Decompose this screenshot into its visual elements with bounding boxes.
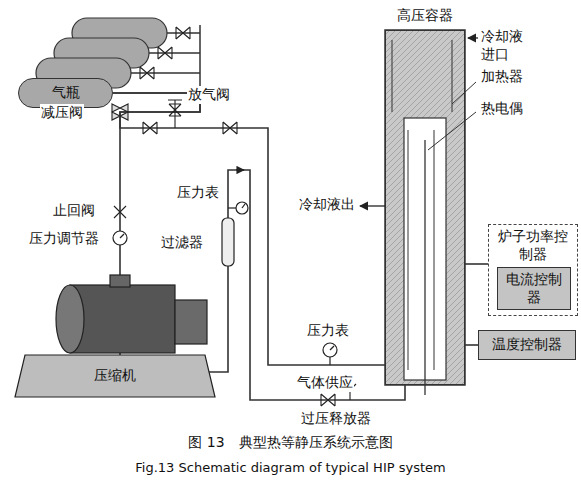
flow-arrow [236,169,244,170]
part-label: 气体供应 [296,374,354,392]
pipe-connector [465,263,488,265]
node-label: 炉子功率控制器 [493,228,573,263]
part-label: 加热器 [480,68,524,86]
filter-symbol [222,218,234,266]
part-label: 止回阀 [52,202,96,220]
pipe-connector [197,170,405,400]
compressor-base: 压缩机 [25,357,205,395]
pressure-vessel [385,30,465,395]
coolant-out-arrow [360,205,385,206]
part-label: 压力表 [306,322,350,340]
current-controller: 电流控制器 [497,267,571,310]
pressure-gauges [113,202,337,365]
pipe-connector [465,344,478,346]
part-label: 过压释放器 [300,410,372,428]
pressure-vessel-box: 高压容器 [385,30,465,385]
part-label: 放气阀 [187,86,231,104]
part-label: Fig.13 Schematic diagram of typical HIP … [0,460,581,476]
leader-line [428,82,476,150]
temperature-controller: 温度控制器 [478,330,576,360]
node-label: 电流控制器 [502,271,566,306]
node-label: 高压容器 [366,7,484,25]
part-label: 过滤器 [160,234,204,252]
part-label: 减压阀 [40,104,84,122]
furnace-power-controller: 炉子功率控制器电流控制器 [488,224,578,316]
cylinder-manifold [131,25,200,93]
coolant-in-arrow [468,37,478,38]
part-label: 冷却液进口 [480,28,528,63]
part-label: 冷却液出 [298,196,356,214]
figure-caption: 图 13 典型热等静压系统示意图 [0,434,581,452]
compressor-motor [15,275,215,397]
node-label: 气瓶 [52,84,80,102]
node-label: 温度控制器 [492,336,562,354]
node-label: 压缩机 [94,367,136,385]
part-label: 压力调节器 [28,230,100,248]
part-label: 热电偶 [480,100,524,118]
valves [112,27,356,406]
part-label: 压力表 [176,184,220,202]
